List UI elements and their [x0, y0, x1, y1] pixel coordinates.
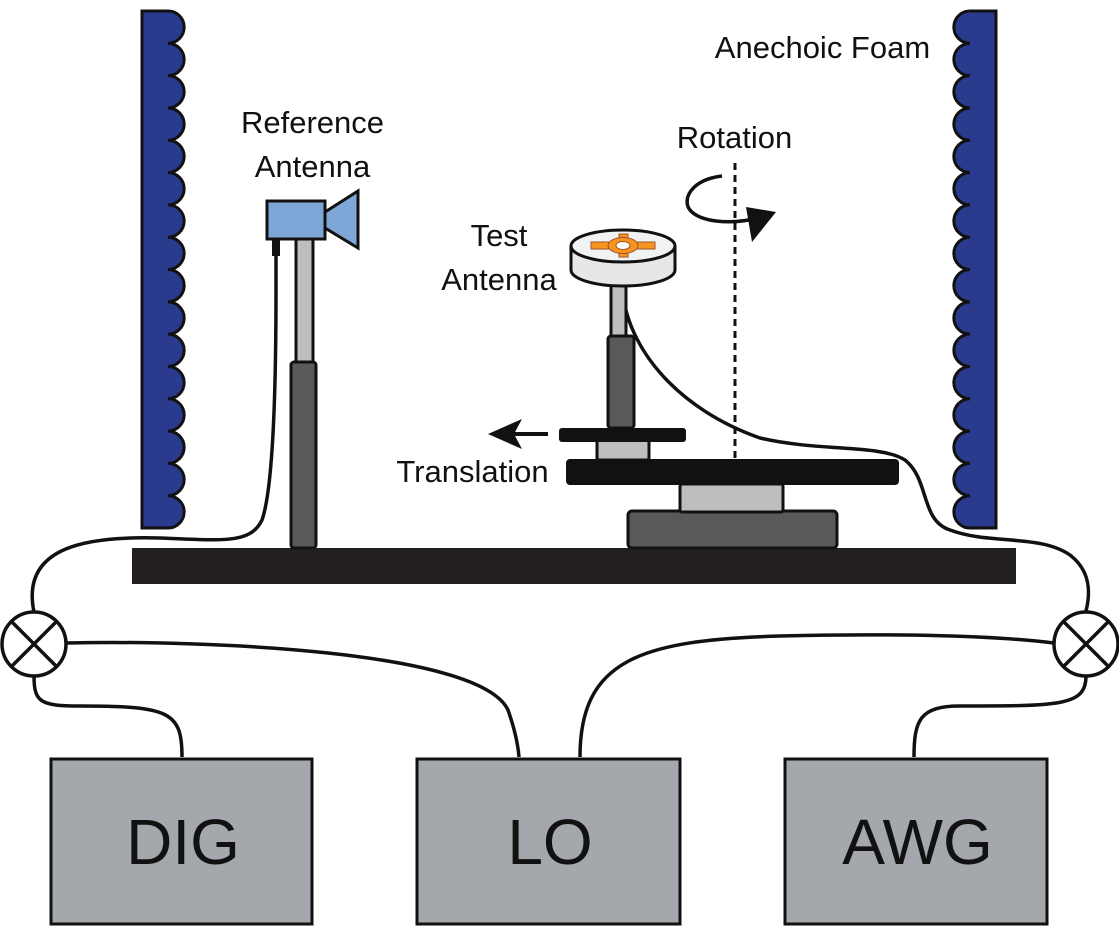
reference-antenna-label-line1: Reference — [240, 105, 385, 140]
rotation-arrow — [685, 174, 776, 242]
test-antenna-label-line1: Test — [470, 218, 528, 253]
lo-to-right-mixer-cable — [578, 633, 1055, 758]
test-antenna-stand — [606, 281, 636, 430]
dig-to-left-mixer-cable — [32, 675, 184, 758]
lo-label: LO — [507, 806, 593, 878]
awg-to-right-mixer-cable — [912, 675, 1088, 758]
translation-label: Translation — [396, 454, 549, 489]
reference-antenna-label: Reference Antenna — [215, 101, 410, 189]
anechoic-foam-label: Anechoic Foam — [714, 30, 931, 65]
reference-horn-antenna — [265, 188, 360, 256]
right-foam-panel — [952, 9, 998, 530]
reference-antenna-stand — [289, 236, 318, 550]
reference-antenna-cable — [30, 250, 278, 613]
awg-instrument-box — [783, 757, 1049, 926]
lo-instrument-box — [415, 757, 682, 926]
translation-arrow — [488, 419, 548, 449]
reference-antenna-label-line2: Antenna — [254, 149, 371, 184]
test-antenna-label-line2: Antenna — [441, 262, 557, 297]
optical-table — [132, 548, 1016, 584]
test-antenna-label: Test Antenna — [420, 214, 578, 302]
dig-label: DIG — [126, 806, 240, 878]
awg-label: AWG — [842, 806, 993, 878]
rotation-stage — [626, 482, 839, 550]
test-patch-antenna — [569, 228, 677, 288]
test-antenna-cable — [620, 285, 1091, 612]
cables — [30, 250, 1091, 758]
dig-instrument-box — [49, 757, 314, 926]
left-foam-panel — [140, 9, 186, 530]
right-mixer — [1052, 610, 1119, 678]
rotation-label: Rotation — [676, 120, 793, 155]
lo-to-left-mixer-cable — [65, 640, 521, 758]
left-mixer — [0, 610, 68, 678]
translation-stage — [559, 428, 899, 485]
